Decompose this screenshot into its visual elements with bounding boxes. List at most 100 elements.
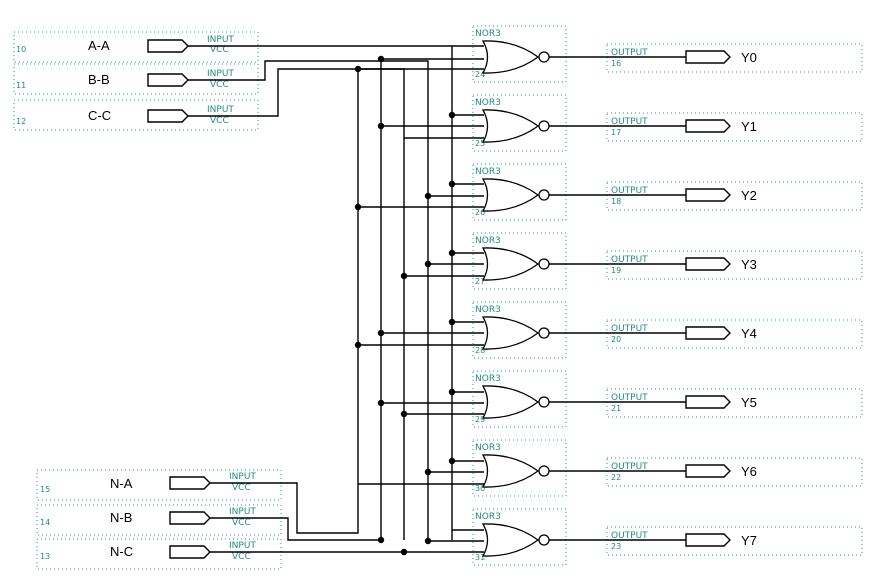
gate-type-label: NOR3 <box>475 29 501 39</box>
output-type-label: OUTPUT <box>611 117 648 127</box>
input-port-symbol <box>169 545 211 559</box>
gate-type-label: NOR3 <box>475 167 501 177</box>
gate-type-label: NOR3 <box>475 512 501 522</box>
output-pin-number: 23 <box>611 542 621 551</box>
gate-nor3-30[interactable]: NOR3 30 <box>472 439 567 497</box>
output-name: Y7 <box>741 533 757 548</box>
gate-type-label: NOR3 <box>475 374 501 384</box>
output-name: Y0 <box>741 50 757 65</box>
gate-type-label: NOR3 <box>475 443 501 453</box>
output-name: Y6 <box>741 464 757 479</box>
output-block-y7[interactable]: OUTPUT 23 Y7 <box>549 526 863 556</box>
output-type-label: OUTPUT <box>611 255 648 265</box>
gate-id-label: 28 <box>475 346 485 355</box>
input-level-label: VCC <box>232 483 251 493</box>
gate-nor3-28[interactable]: NOR3 28 <box>472 301 567 359</box>
input-port-symbol <box>169 511 211 525</box>
inverter-bubble <box>538 51 550 63</box>
input-name: N-A <box>110 476 133 491</box>
output-pin-number: 17 <box>611 128 621 137</box>
gate-type-label: NOR3 <box>475 236 501 246</box>
input-name: N-B <box>110 510 132 525</box>
gate-nor3-27[interactable]: NOR3 27 <box>472 232 567 290</box>
gate-id-label: 29 <box>475 415 485 424</box>
output-pin-number: 16 <box>611 59 621 68</box>
input-type-label: INPUT <box>229 507 256 517</box>
output-block-y2[interactable]: OUTPUT 18 Y2 <box>549 181 863 211</box>
nor-gate-body <box>481 247 540 281</box>
input-level-label: VCC <box>232 552 251 562</box>
output-block-y3[interactable]: OUTPUT 19 Y3 <box>549 250 863 280</box>
output-type-label: OUTPUT <box>611 462 648 472</box>
output-type-label: OUTPUT <box>611 48 648 58</box>
output-type-label: OUTPUT <box>611 324 648 334</box>
output-port-symbol <box>685 395 731 409</box>
output-port-symbol <box>685 257 731 271</box>
input-level-label: VCC <box>210 116 229 126</box>
input-name: A-A <box>88 38 110 53</box>
output-pin-number: 20 <box>611 335 621 344</box>
output-port-symbol <box>685 188 731 202</box>
output-name: Y5 <box>741 395 757 410</box>
output-name: Y1 <box>741 119 757 134</box>
inverter-bubble <box>538 465 550 477</box>
input-type-label: INPUT <box>207 105 234 115</box>
nor-gate-body <box>481 316 540 350</box>
input-pin-number: 11 <box>16 81 26 90</box>
inverter-bubble <box>538 189 550 201</box>
output-name: Y2 <box>741 188 757 203</box>
input-name: N-C <box>110 544 133 559</box>
gate-nor3-29[interactable]: NOR3 29 <box>472 370 567 428</box>
gate-id-label: 31 <box>475 553 485 562</box>
output-block-y0[interactable]: OUTPUT 16 Y0 <box>549 43 863 73</box>
gate-type-label: NOR3 <box>475 305 501 315</box>
output-name: Y4 <box>741 326 757 341</box>
gate-nor3-26[interactable]: NOR3 26 <box>472 163 567 221</box>
output-block-y4[interactable]: OUTPUT 20 Y4 <box>549 319 863 349</box>
output-pin-number: 18 <box>611 197 621 206</box>
input-block-n-b[interactable]: 14 N-B INPUT VCC <box>36 504 282 536</box>
input-type-label: INPUT <box>207 35 234 45</box>
gate-nor3-24[interactable]: NOR3 24 <box>472 25 567 83</box>
output-port-symbol <box>685 533 731 547</box>
output-pin-number: 22 <box>611 473 621 482</box>
input-port-symbol <box>169 476 211 490</box>
output-pin-number: 19 <box>611 266 621 275</box>
gate-nor3-31[interactable]: NOR3 31 <box>472 508 567 566</box>
input-block-a-a[interactable]: 10 A-A INPUT VCC <box>13 31 259 63</box>
input-block-c-c[interactable]: 12 C-C INPUT VCC <box>13 99 259 131</box>
input-block-n-a[interactable]: 15 N-A INPUT VCC <box>36 469 282 501</box>
input-name: B-B <box>88 72 110 87</box>
inverter-bubble <box>538 120 550 132</box>
gate-id-label: 26 <box>475 208 485 217</box>
junction-dots <box>354 55 456 556</box>
nor-gate-body <box>481 109 540 143</box>
nor-gate-body <box>481 454 540 488</box>
output-block-y6[interactable]: OUTPUT 22 Y6 <box>549 457 863 487</box>
output-port-symbol <box>685 464 731 478</box>
input-block-b-b[interactable]: 11 B-B INPUT VCC <box>13 63 259 95</box>
input-pin-number: 15 <box>40 485 50 494</box>
input-block-n-c[interactable]: 13 N-C INPUT VCC <box>36 538 282 570</box>
gate-id-label: 30 <box>475 484 485 493</box>
output-block-y1[interactable]: OUTPUT 17 Y1 <box>549 112 863 142</box>
input-type-label: INPUT <box>229 472 256 482</box>
input-pin-number: 14 <box>40 518 50 527</box>
gate-nor3-25[interactable]: NOR3 25 <box>472 94 567 152</box>
input-level-label: VCC <box>210 80 229 90</box>
gate-id-label: 27 <box>475 277 485 286</box>
gate-id-label: 24 <box>475 70 485 79</box>
output-block-y5[interactable]: OUTPUT 21 Y5 <box>549 388 863 418</box>
input-wiring <box>188 45 484 553</box>
nor-gate-body <box>481 178 540 212</box>
output-type-label: OUTPUT <box>611 393 648 403</box>
input-pin-number: 10 <box>16 45 26 54</box>
nor-gate-body <box>481 385 540 419</box>
output-port-symbol <box>685 50 731 64</box>
inverter-bubble <box>538 258 550 270</box>
output-type-label: OUTPUT <box>611 186 648 196</box>
input-level-label: VCC <box>210 45 229 55</box>
inverter-bubble <box>538 327 550 339</box>
input-pin-number: 12 <box>16 117 26 126</box>
